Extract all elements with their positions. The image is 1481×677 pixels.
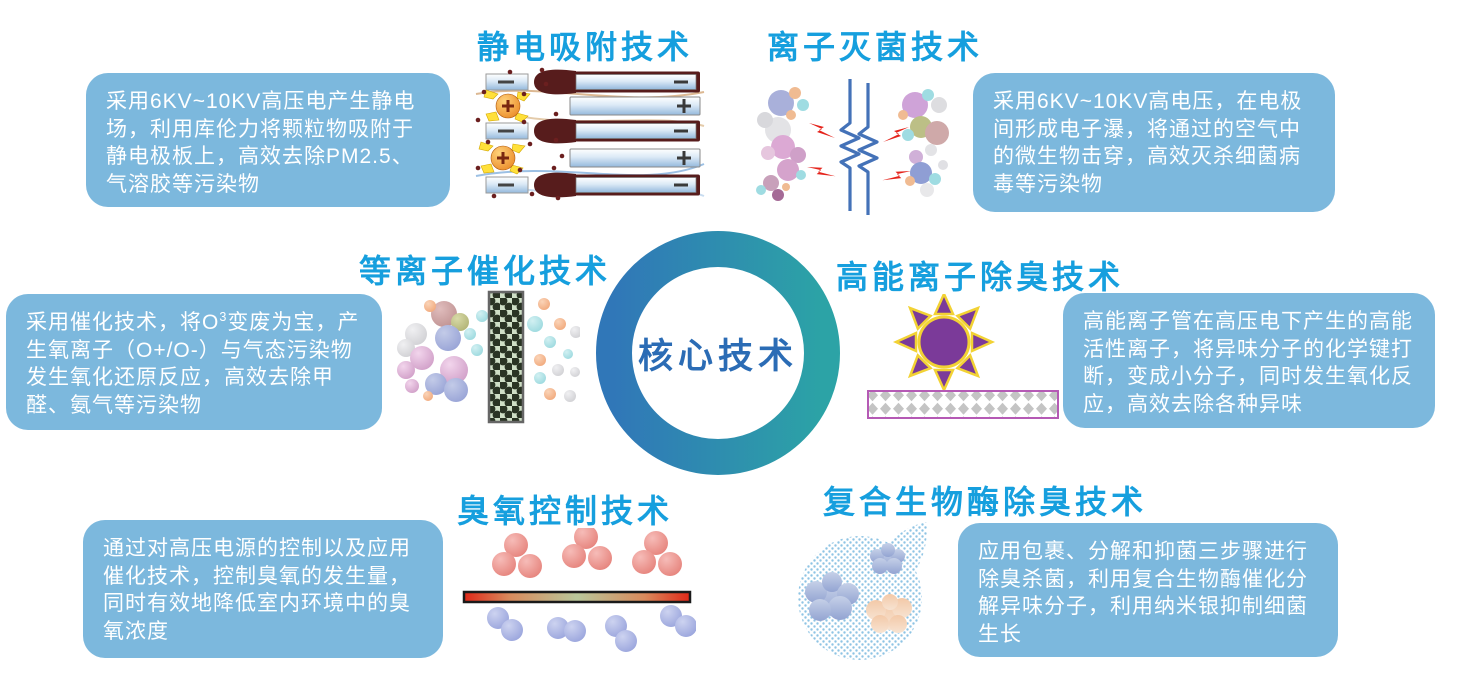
electrode-wires <box>839 79 879 215</box>
box-text: 应用包裹、分解和抑菌三步骤进行除臭杀菌，利用复合生物酶催化分解异味分子，利用纳米… <box>978 540 1308 647</box>
positive-plate-rows <box>569 96 701 168</box>
tech-title-high-energy-ion: 高能离子除臭技术 <box>835 259 1124 295</box>
oxygen-molecules <box>487 605 696 652</box>
microbe-particles-right <box>898 89 949 197</box>
enzyme-blob-peach <box>866 594 912 633</box>
tech-title-electrostatic: 静电吸附技术 <box>476 29 693 65</box>
tech-title-plasma-catalysis: 等离子催化技术 <box>358 253 611 289</box>
ozone-control-bar <box>462 590 692 604</box>
spark-arrows <box>807 123 911 181</box>
tech-title-ozone-control: 臭氧控制技术 <box>456 493 673 529</box>
enzyme-droplet-icon <box>798 522 928 660</box>
negative-plate-rows <box>485 69 700 198</box>
box-text: 采用6KV~10KV高电压，在电极间形成电子瀑，将通过的空气中的微生物击穿，高效… <box>993 90 1303 197</box>
ozone-superscript: 3 <box>219 310 228 324</box>
ion-sun-tube-icon <box>867 294 1059 419</box>
tech-title-ion-sterilization: 离子灭菌技术 <box>766 29 983 65</box>
tech-box-electrostatic: 采用6KV~10KV高压电产生静电场，利用库伦力将颗粒物吸附于静电极板上，高效去… <box>86 73 450 207</box>
box-text: 通过对高压电源的控制以及应用催化技术，控制臭氧的发生量，同时有效地降低室内环境中… <box>103 537 411 644</box>
catalyst-plate <box>487 290 525 424</box>
pollutant-molecules <box>397 300 488 402</box>
catalyst-plate-particles-icon <box>397 290 580 424</box>
ozone-molecules-bar-icon <box>462 528 696 652</box>
tech-box-ozone-control: 通过对高压电源的控制以及应用催化技术，控制臭氧的发生量，同时有效地降低室内环境中… <box>83 520 443 658</box>
ion-sun <box>894 294 996 392</box>
positive-ion-particles <box>478 89 531 175</box>
box-text: 采用6KV~10KV高压电产生静电场，利用库伦力将颗粒物吸附于静电极板上，高效去… <box>106 90 416 197</box>
enzyme-blob-blue <box>805 572 859 621</box>
clean-ion-particles <box>527 298 580 402</box>
tech-box-ion-sterilization: 采用6KV~10KV高电压，在电极间形成电子瀑，将通过的空气中的微生物击穿，高效… <box>973 73 1335 212</box>
box-text-part: 采用催化技术，将O <box>26 311 220 334</box>
tech-box-high-energy-ion: 高能离子管在高压电下产生的高能活性离子，将异味分子的化学键打断，变成小分子，同时… <box>1063 293 1435 428</box>
tech-title-bio-enzyme: 复合生物酶除臭技术 <box>822 484 1147 520</box>
core-title: 核心技术 <box>637 336 798 376</box>
box-text: 高能离子管在高压电下产生的高能活性离子，将异味分子的化学键打断，变成小分子，同时… <box>1083 310 1413 417</box>
ozone-molecules <box>492 528 682 578</box>
tech-box-plasma-catalysis: 采用催化技术，将O3变废为宝，产生氧离子（O+/O-）与气态污染物发生氧化还原反… <box>6 294 382 430</box>
zigzag-electrodes-particles-icon <box>756 79 949 215</box>
microbe-particles-left <box>756 87 809 201</box>
ion-tube-bar <box>867 390 1059 419</box>
core-ring-icon <box>596 231 840 475</box>
enzyme-blob-small <box>870 543 905 574</box>
tech-box-bio-enzyme: 应用包裹、分解和抑菌三步骤进行除臭杀菌，利用复合生物酶催化分解异味分子，利用纳米… <box>958 523 1338 657</box>
electrode-plates-icon <box>475 67 705 201</box>
dust-particles <box>475 67 565 201</box>
box-text-part: 变废为宝，产生氧离子（O+/O-）与气态污染物发生氧化还原反应，高效去除甲醛、氨… <box>26 311 360 418</box>
